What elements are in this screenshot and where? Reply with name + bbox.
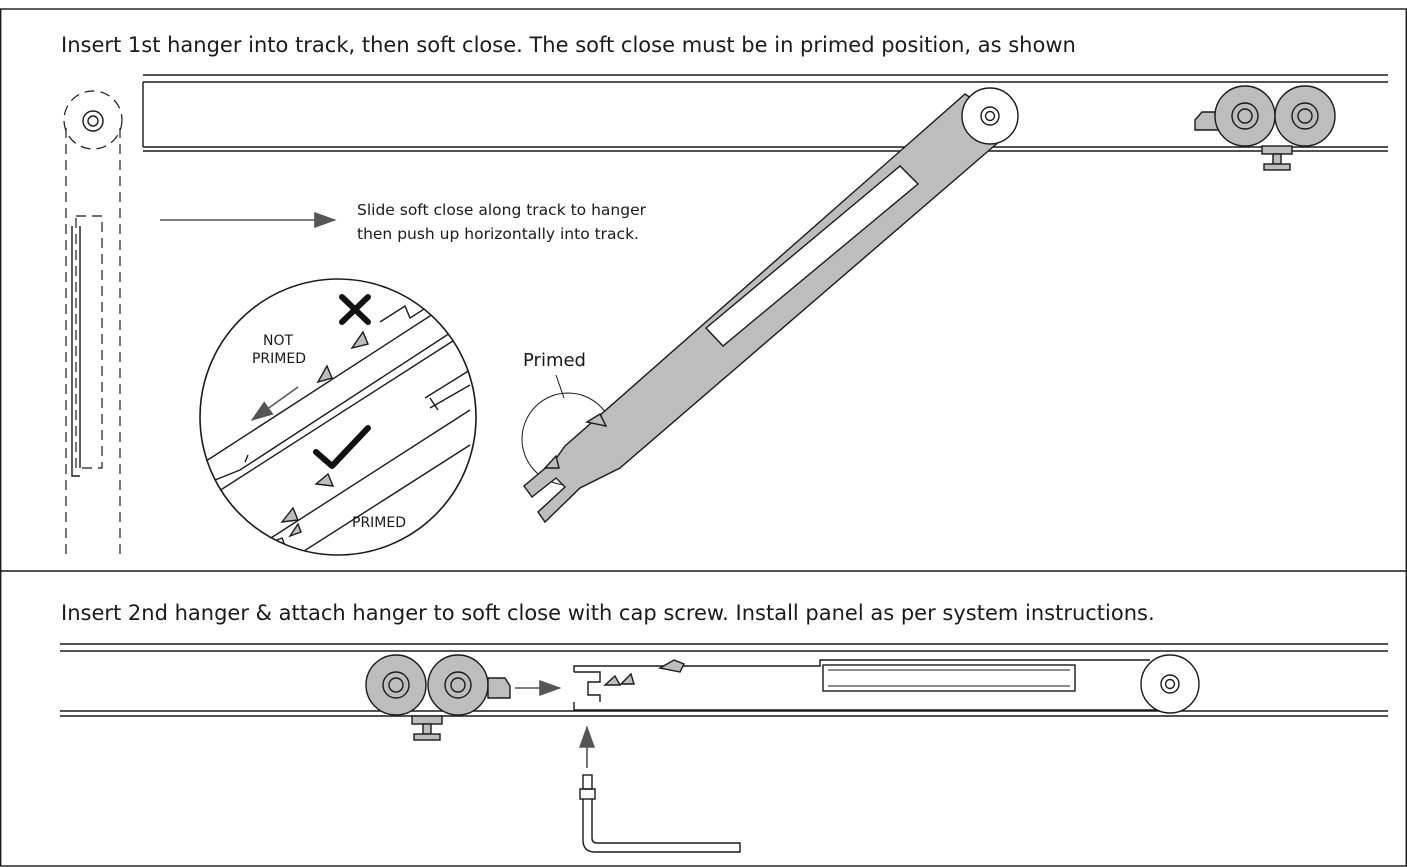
cross-mark-icon: [339, 294, 371, 325]
allen-key-with-cap-screw: [579, 774, 741, 853]
primed-inset-label: PRIMED: [352, 515, 406, 531]
side-view-soft-close: [63, 90, 123, 555]
track-top: [142, 74, 1388, 152]
primed-detail-inset: NOT PRIMED PRIMED: [199, 278, 477, 556]
diagram-frame: [0, 8, 1407, 867]
step1-instruction: Insert 1st hanger into track, then soft …: [61, 33, 1076, 57]
soft-close-diagonal: [523, 87, 1019, 524]
step2-instruction: Insert 2nd hanger & attach hanger to sof…: [61, 601, 1155, 625]
slide-note-line1: Slide soft close along track to hanger: [357, 201, 647, 219]
not-primed-arrow: [250, 386, 299, 421]
check-mark-icon: [313, 425, 371, 469]
hanger-top: [1194, 85, 1336, 171]
primed-callout-label: Primed: [523, 350, 586, 371]
slide-note-line2: then push up horizontally into track.: [357, 225, 639, 243]
soft-close-horizontal: [573, 654, 1200, 714]
not-primed-label-line1: NOT: [263, 333, 293, 349]
primed-callout-leader: [555, 374, 565, 399]
hanger-bottom: [365, 654, 511, 741]
track-bottom: [60, 643, 1388, 717]
not-primed-label-line2: PRIMED: [252, 351, 306, 367]
